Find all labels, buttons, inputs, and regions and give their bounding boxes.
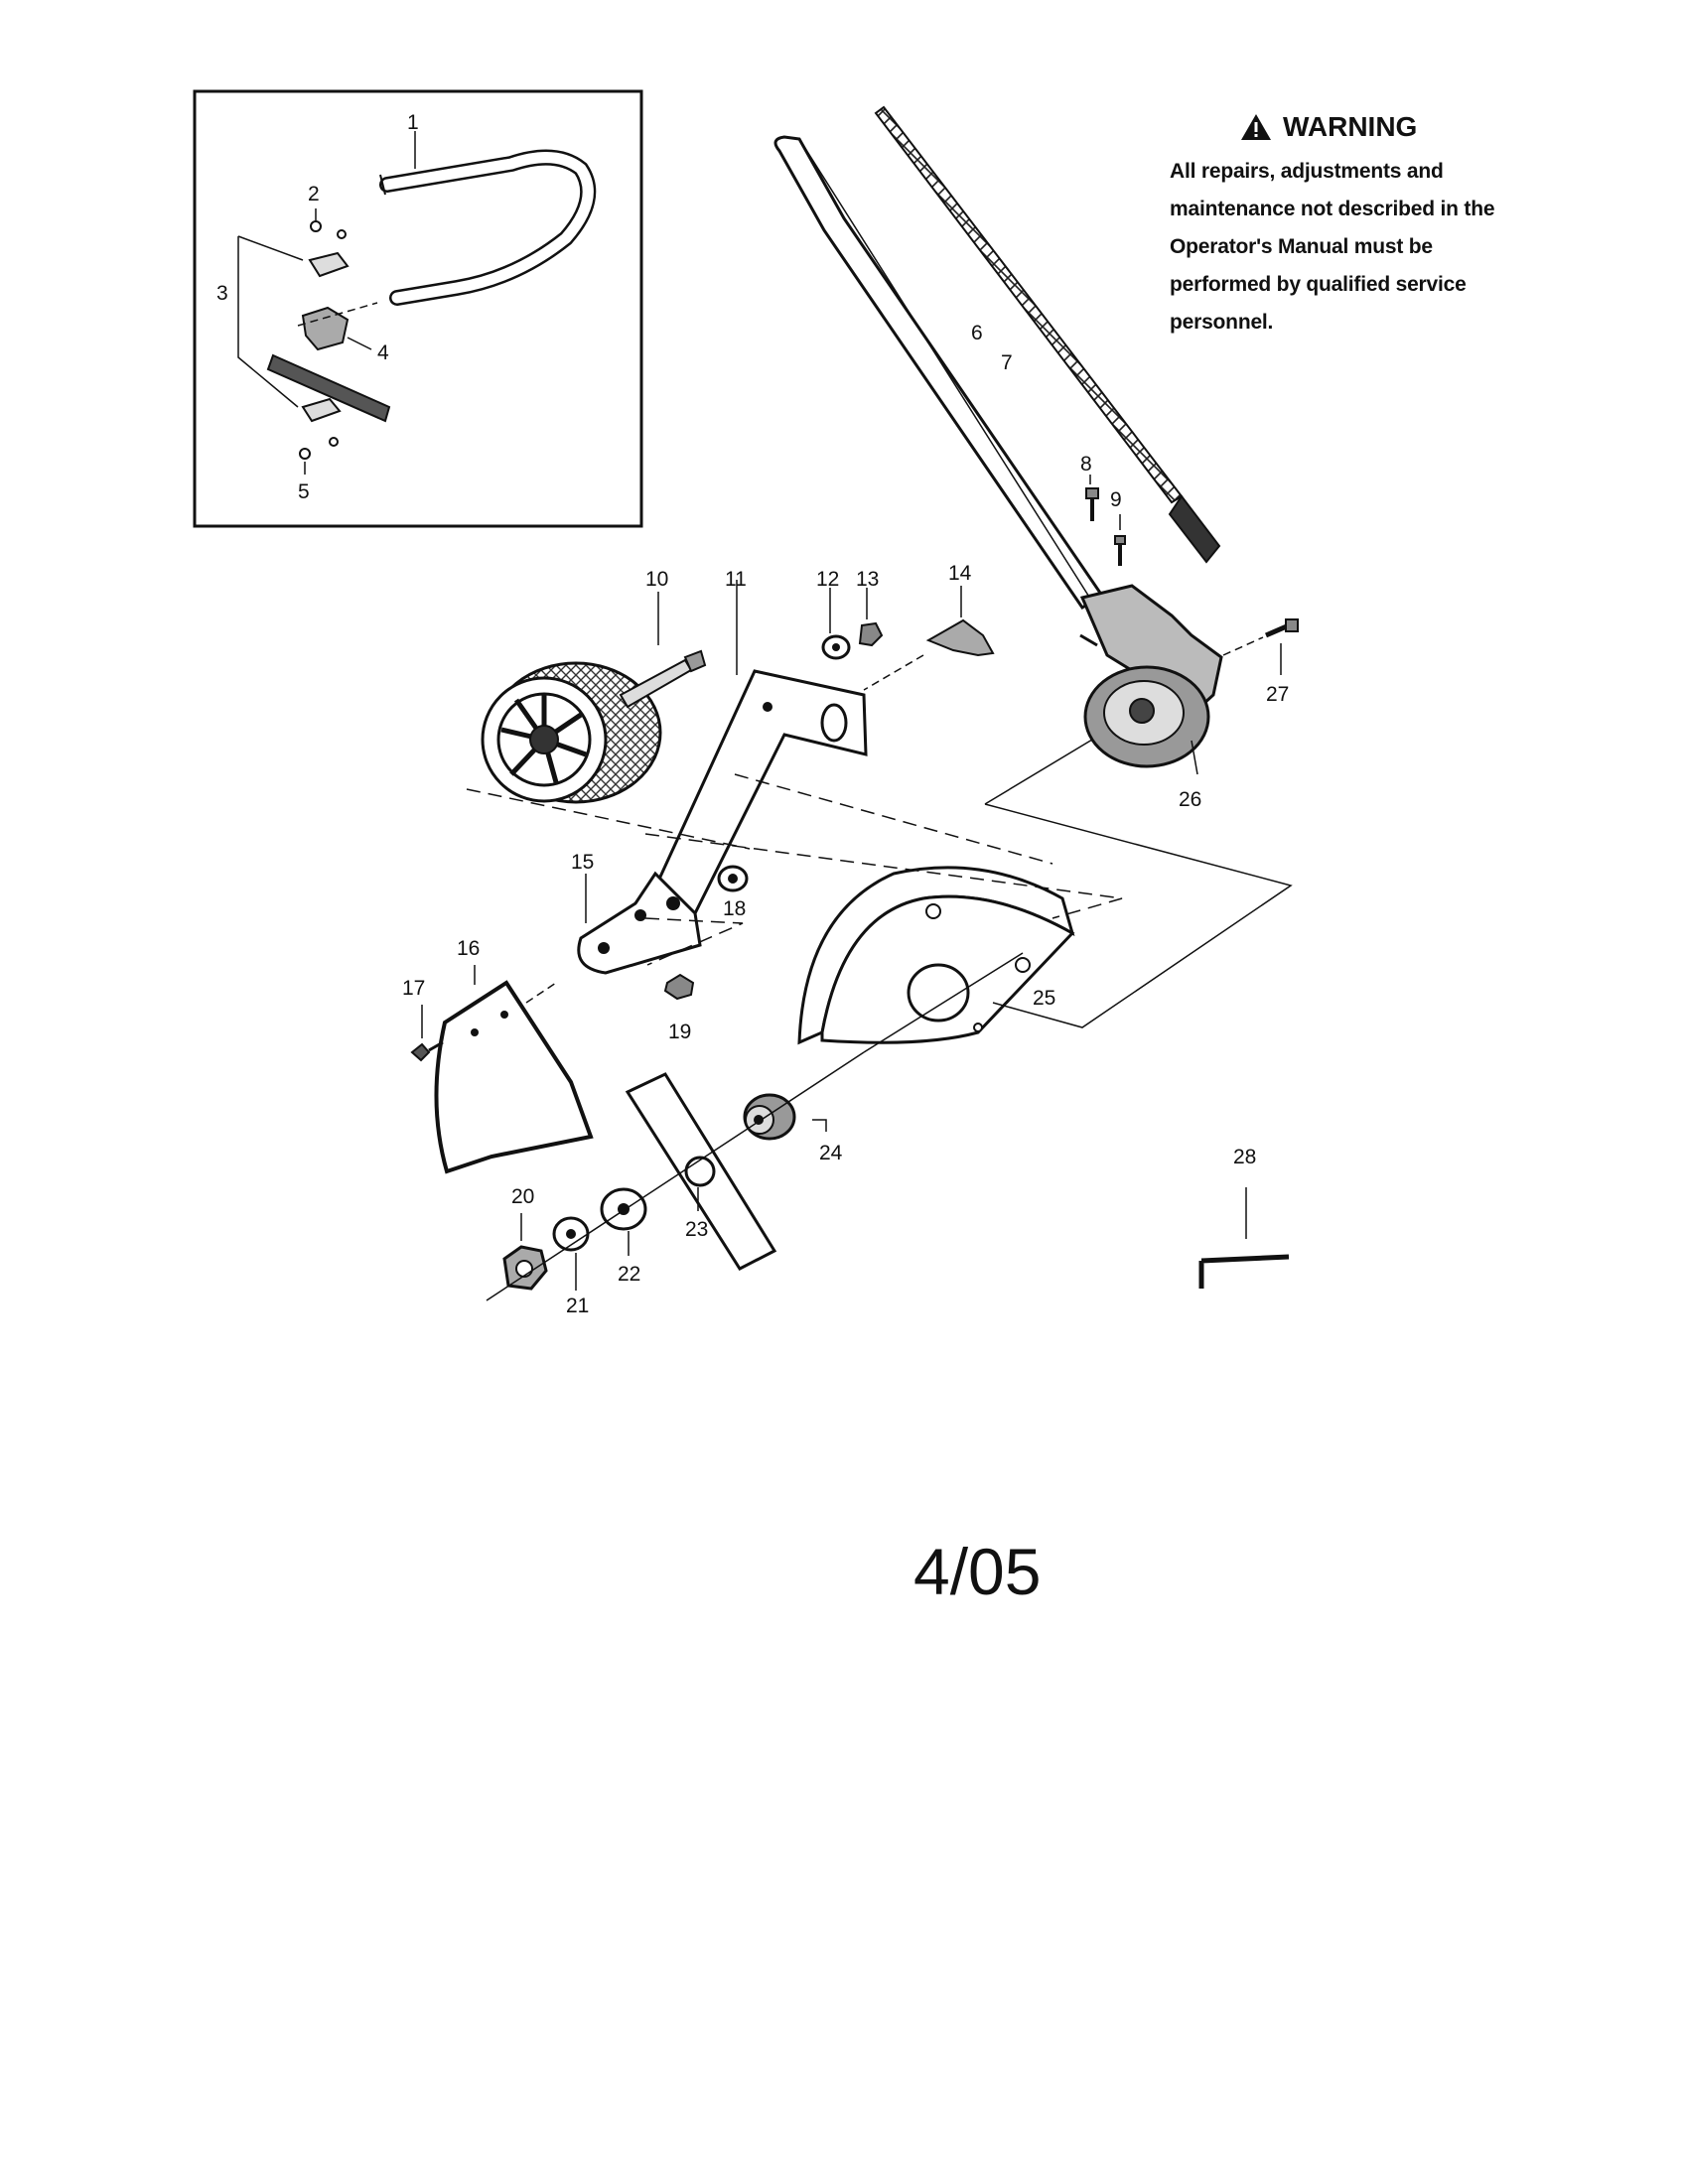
part-label: 5 (298, 480, 310, 503)
part-label: 4 (377, 341, 389, 364)
warning-title: WARNING (1283, 111, 1418, 142)
part-label: 8 (1080, 453, 1092, 476)
part-label: 28 (1233, 1146, 1256, 1168)
warning-triangle-icon (1241, 114, 1271, 140)
small-hardware (663, 586, 995, 1001)
flex-drive-cable (874, 105, 1221, 564)
part-label: 13 (856, 568, 879, 591)
part-label: 17 (402, 977, 425, 1000)
warning-text: All repairs, adjustments and maintenance… (1170, 160, 1495, 334)
part-label: 19 (668, 1021, 691, 1043)
debris-deflector (410, 965, 594, 1174)
hex-key (1198, 1187, 1290, 1289)
part-label: 20 (511, 1185, 534, 1208)
part-label: 11 (725, 568, 747, 591)
part-label: 12 (816, 568, 839, 591)
part-label: 25 (1033, 987, 1055, 1010)
part-label: 1 (407, 111, 419, 134)
warning-notice: WARNING All repairs, adjustments and mai… (1170, 111, 1527, 341)
blade-guard (797, 866, 1075, 1045)
part-label: 10 (645, 568, 668, 591)
upper-shaft (773, 135, 1105, 611)
wheel-bracket (577, 580, 868, 975)
gear-head-assembly (1079, 584, 1223, 775)
alignment-lines (466, 739, 1293, 1028)
edger-blade (625, 1072, 777, 1271)
part-label: 26 (1179, 788, 1201, 811)
part-label: 18 (723, 897, 746, 920)
part-number-labels: 1 2 3 4 5 6 7 8 9 10 11 12 13 14 15 16 1… (216, 111, 1289, 1317)
part-label: 21 (566, 1295, 589, 1317)
part-label: 7 (1001, 351, 1013, 374)
inset-handle-assembly (193, 89, 643, 528)
warning-heading: WARNING (1239, 111, 1527, 143)
part-label: 24 (819, 1142, 843, 1164)
wheel-assembly (481, 592, 707, 804)
part-label: 23 (685, 1218, 708, 1241)
part-label: 14 (948, 562, 972, 585)
part-label: 9 (1110, 488, 1122, 511)
part-label: 22 (618, 1263, 640, 1286)
part-label: 3 (216, 282, 228, 305)
screws-upper (1085, 475, 1299, 675)
part-label: 2 (308, 183, 320, 205)
part-label: 15 (571, 851, 594, 874)
part-label: 16 (457, 937, 480, 960)
page-date: 4/05 (913, 1535, 1042, 1608)
part-label: 6 (971, 322, 983, 344)
blade-hardware (486, 952, 1024, 1301)
part-label: 27 (1266, 683, 1289, 706)
